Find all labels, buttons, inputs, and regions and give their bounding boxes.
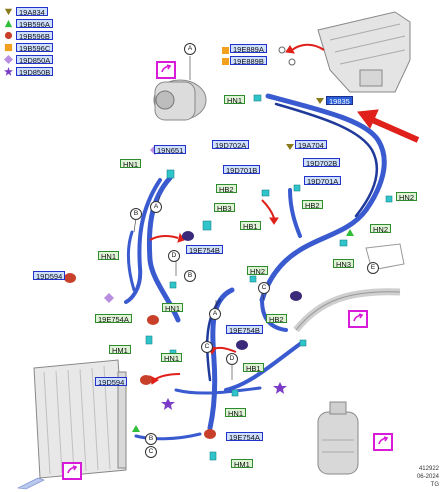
label-19d594-a: 19D594 <box>33 271 66 281</box>
footer-id: 412922 <box>418 466 439 472</box>
label-hn1-e: HN1 <box>161 353 183 363</box>
legend-square-icon <box>4 43 13 51</box>
label-hb1-a: HB1 <box>240 221 261 231</box>
label-hm1-a: HM1 <box>109 345 131 355</box>
callout-arrows <box>149 43 420 385</box>
circle-marker-e: E <box>367 262 379 274</box>
label-19d701a: 19D701A <box>304 176 342 186</box>
circle-marker-d-1: D <box>168 250 180 262</box>
label-hb3: HB3 <box>214 203 235 213</box>
connectors <box>145 94 393 461</box>
label-19e754b-b: 19E754B <box>226 325 263 335</box>
label-19d702b: 19D702B <box>303 158 341 168</box>
label-hn1-a: HN1 <box>224 95 246 105</box>
legend-star-icon <box>4 66 13 76</box>
label-19e889a: 19E889A <box>230 44 267 54</box>
label-hn2-c: HN2 <box>247 266 269 276</box>
detail-link-icon-4[interactable] <box>62 462 82 480</box>
legend-item: 19B596B <box>4 30 53 41</box>
label-hb2-c: HB2 <box>266 314 287 324</box>
legend-item: 19A834 <box>4 6 48 17</box>
seals <box>64 273 216 439</box>
label-19e754a-a: 19E754A <box>95 314 132 324</box>
circle-marker-a-2: A <box>150 201 162 213</box>
legend-item: 19B596C <box>4 42 54 53</box>
detail-link-icon-3[interactable] <box>373 433 393 451</box>
legend-diamond-icon <box>4 54 13 64</box>
circle-marker-a-3: A <box>209 308 221 320</box>
circle-marker-c-3: C <box>145 446 157 458</box>
legend-code: 19B596A <box>16 18 53 29</box>
label-hn1-f: HN1 <box>225 408 247 418</box>
legend-triangle-up-icon <box>4 19 13 27</box>
label-hn1-d: HN1 <box>162 303 184 313</box>
legend-code: 19D850B <box>16 66 54 77</box>
label-19d702a: 19D702A <box>212 140 250 150</box>
legend-circle-icon <box>4 31 13 39</box>
label-hn1-c: HN1 <box>98 251 120 261</box>
label-19e754b-a: 19E754B <box>186 245 223 255</box>
legend-code: 19A834 <box>16 6 48 17</box>
label-19a704: 19A704 <box>295 140 327 150</box>
circle-marker-d-2: D <box>226 353 238 365</box>
label-hn2-b: HN2 <box>370 224 392 234</box>
label-hb1-b: HB1 <box>243 363 264 373</box>
label-19e889b: 19E889B <box>230 56 267 66</box>
circle-marker-c-1: C <box>258 282 270 294</box>
detail-link-icon-2[interactable] <box>348 310 368 328</box>
legend-item: 19D850A <box>4 54 54 65</box>
circle-marker-b-2: B <box>184 270 196 282</box>
label-19d701b: 19D701B <box>223 165 261 175</box>
legend-item: 19D850B <box>4 66 54 77</box>
hvac-unit <box>317 11 411 93</box>
legend-code: 19B596C <box>16 42 54 53</box>
legend-code: 19D850A <box>16 54 54 65</box>
label-19e754a-b: 19E754A <box>226 432 263 442</box>
label-hn1-b: HN1 <box>120 159 142 169</box>
valves <box>182 231 302 350</box>
refrigerant-lines <box>124 93 387 441</box>
accumulator <box>317 401 359 475</box>
legend-code: 19B596B <box>16 30 53 41</box>
circle-marker-c-2: C <box>201 341 213 353</box>
label-hm1-b: HM1 <box>231 459 253 469</box>
footer-code: TG <box>430 482 439 488</box>
label-19n651: 19N651 <box>154 145 187 155</box>
label-19835-highlighted: 19835 <box>326 96 353 106</box>
label-hb2-b: HB2 <box>302 200 323 210</box>
label-hn2-a: HN2 <box>396 192 418 202</box>
label-hb2-a: HB2 <box>216 184 237 194</box>
circle-marker-a-1: A <box>184 43 196 55</box>
label-19d594-b: 19D594 <box>95 377 128 387</box>
detail-link-icon-1[interactable] <box>156 61 176 79</box>
legend-item: 19B596A <box>4 18 53 29</box>
circle-marker-b-1: B <box>130 208 142 220</box>
circle-marker-b-3: B <box>145 433 157 445</box>
footer-date: 06-2024 <box>416 474 439 480</box>
condenser <box>33 359 127 479</box>
compressor <box>153 79 207 121</box>
legend-triangle-down-icon <box>4 8 13 15</box>
front-direction-arrow-icon <box>16 477 45 490</box>
label-hn3: HN3 <box>333 259 355 269</box>
